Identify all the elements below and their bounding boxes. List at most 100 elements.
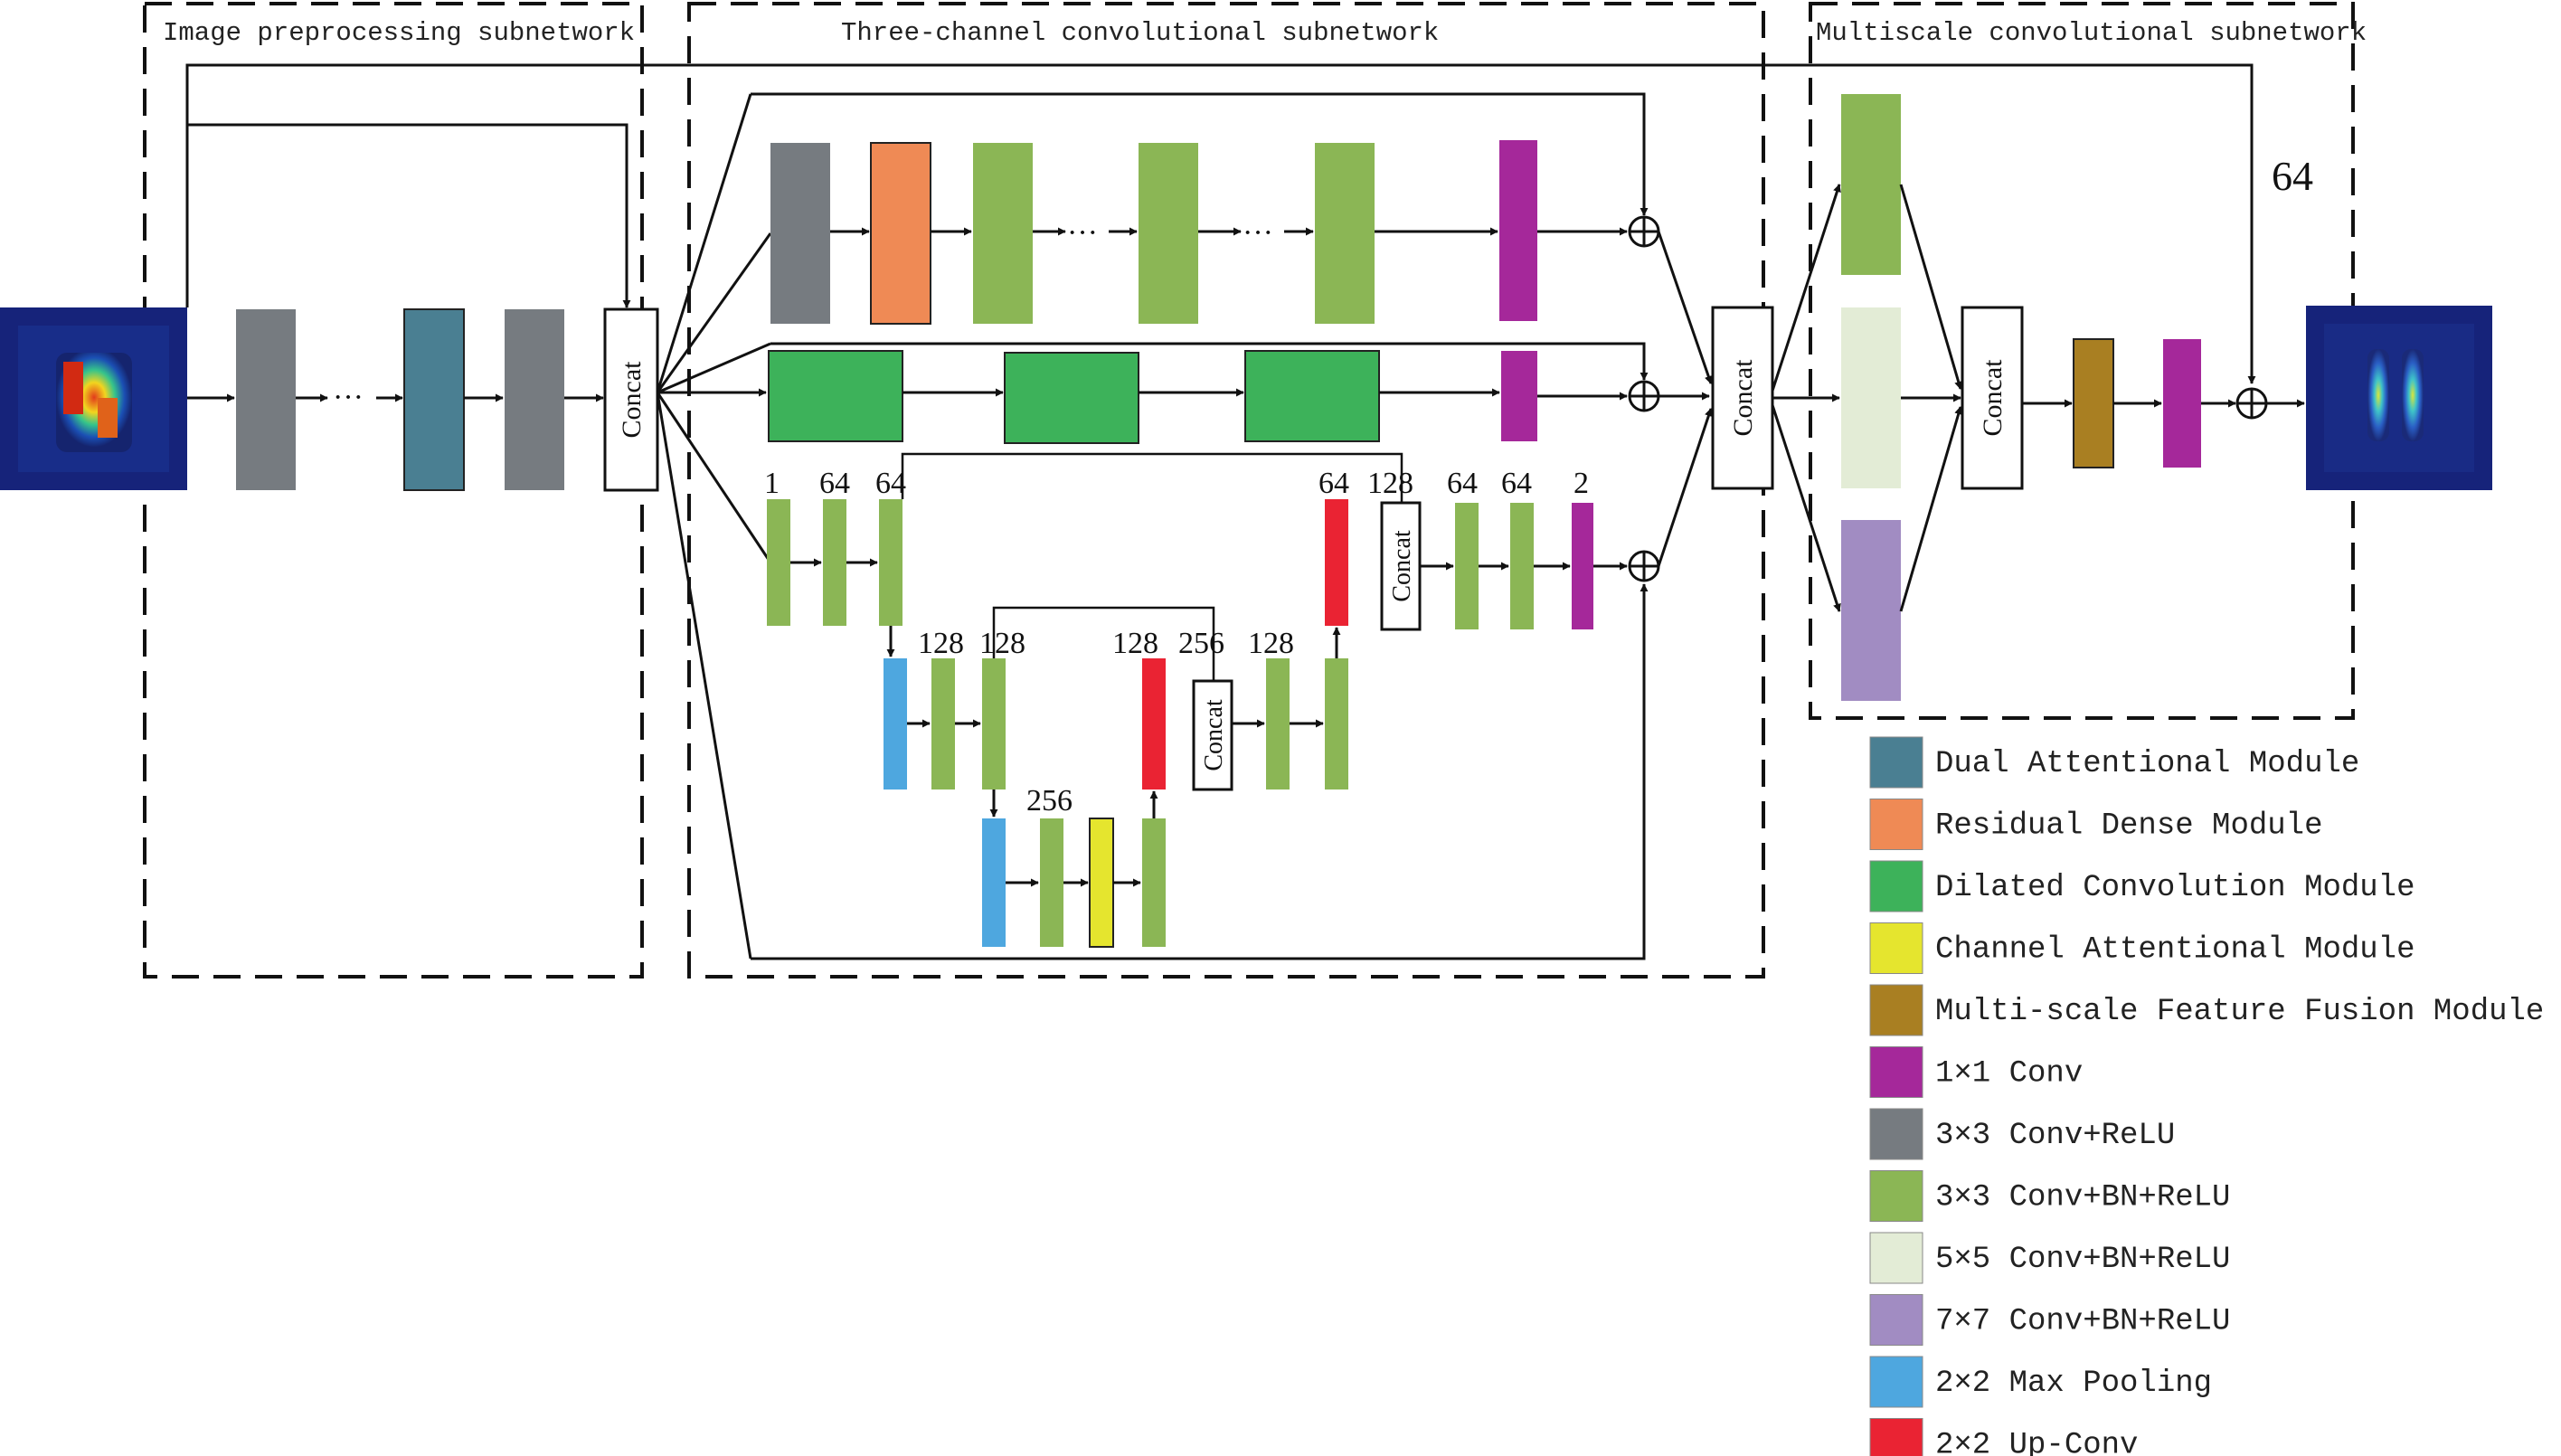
legend-swatch xyxy=(1869,860,1923,912)
unet-label-128a: 128 xyxy=(918,627,964,660)
preprocessing-subnetwork-frame xyxy=(143,2,644,979)
legend-label: Channel Attentional Module xyxy=(1935,933,2415,968)
unet-skip-level1 xyxy=(901,452,1403,503)
unet-bottleneck-conv-1 xyxy=(1040,818,1063,947)
unet-label-128e: 128 xyxy=(1367,467,1413,500)
unet-bottleneck-conv-2 xyxy=(1142,818,1166,947)
add-node-branch3 xyxy=(1628,550,1660,582)
legend-swatch xyxy=(1869,1294,1923,1346)
final-add-node xyxy=(2235,387,2268,420)
legend-label: 1×1 Conv xyxy=(1935,1057,2083,1092)
multiscale-split-arrows xyxy=(1771,184,1841,612)
unet-dec2-conv-2 xyxy=(1325,658,1348,789)
unet-concat-1-label: Concat xyxy=(1388,530,1416,602)
unet-label-128b: 128 xyxy=(979,627,1025,660)
unet-enc2-conv-2 xyxy=(982,658,1006,789)
b2-dilated-conv-1 xyxy=(768,350,903,442)
unet-enc2-conv-1 xyxy=(931,658,955,789)
b1-conv3x3-bn-relu-3 xyxy=(1315,143,1375,324)
unet-label-64d: 64 xyxy=(1447,467,1478,500)
unet-enc1-conv-1 xyxy=(767,499,790,626)
unet-dec1-conv-2 xyxy=(1510,503,1534,629)
unet-conv1x1-out xyxy=(1572,503,1593,629)
legend-label: 2×2 Up-Conv xyxy=(1935,1429,2138,1456)
unet-dec2-conv-1 xyxy=(1266,658,1290,789)
legend-swatch xyxy=(1869,984,1923,1036)
b1-conv1x1 xyxy=(1499,140,1537,321)
skip-channel-label: 64 xyxy=(2272,153,2313,199)
unet-label-256: 256 xyxy=(1026,784,1073,818)
ms-conv1x1 xyxy=(2163,339,2201,468)
ms-conv5x5-bn-relu xyxy=(1841,307,1901,488)
b2-skip-arrow xyxy=(770,342,1649,381)
unet-label-2: 2 xyxy=(1573,467,1589,500)
global-skip-arrow xyxy=(185,63,2256,384)
b1-ellipsis-2: ··· xyxy=(1243,216,1273,250)
unet-skip-level2 xyxy=(992,606,1215,681)
unet-label-64b: 64 xyxy=(875,467,906,500)
unet-label-64e: 64 xyxy=(1501,467,1532,500)
unet-label-256b: 256 xyxy=(1178,627,1224,660)
unet-enc1-conv-2 xyxy=(823,499,846,626)
ms-conv7x7-bn-relu xyxy=(1841,520,1901,701)
b1-residual-dense-module xyxy=(870,142,931,325)
legend-label: 7×7 Conv+BN+ReLU xyxy=(1935,1305,2230,1339)
legend-swatch xyxy=(1869,1046,1923,1098)
ms-feature-fusion-module xyxy=(2073,338,2114,468)
unet-upconv-2 xyxy=(1142,658,1166,789)
legend-swatch xyxy=(1869,922,1923,974)
unet-label-64c: 64 xyxy=(1318,467,1349,500)
unet-label-1: 1 xyxy=(764,467,780,500)
unet-label-64a: 64 xyxy=(819,467,850,500)
unet-upconv-1 xyxy=(1325,499,1348,626)
preproc-ellipsis: ··· xyxy=(333,381,364,414)
unet-maxpool-2 xyxy=(982,818,1006,947)
legend-label: 2×2 Max Pooling xyxy=(1935,1366,2212,1401)
multiscale-subnetwork-title: Multiscale convolutional subnetwork xyxy=(1816,18,2367,48)
unet-concat-2-label: Concat xyxy=(1200,699,1228,771)
input-to-concat-arrow xyxy=(185,123,631,308)
branch-merge-arrows xyxy=(1657,231,1713,567)
b1-skip-arrow xyxy=(751,92,1649,216)
b2-dilated-conv-2 xyxy=(1004,352,1139,444)
concat-3-label: Concat xyxy=(1978,359,2008,437)
legend-label: 3×3 Conv+ReLU xyxy=(1935,1119,2175,1153)
unet-maxpool-1 xyxy=(884,658,907,789)
legend-label: Multi-scale Feature Fusion Module xyxy=(1935,995,2544,1029)
unet-enc1-conv-3 xyxy=(879,499,902,626)
add-node-branch2 xyxy=(1628,380,1660,412)
b1-conv3x3-relu xyxy=(770,143,830,324)
legend-label: Dilated Convolution Module xyxy=(1935,871,2415,905)
preproc-conv3x3-relu-2 xyxy=(505,309,564,490)
legend-swatch xyxy=(1869,736,1923,789)
legend-label: 3×3 Conv+BN+ReLU xyxy=(1935,1181,2230,1215)
concat-2-label: Concat xyxy=(1728,359,1758,437)
b3-skip-arrow xyxy=(751,583,1649,960)
unet-dec1-conv-1 xyxy=(1455,503,1479,629)
legend-swatch xyxy=(1869,1418,1923,1456)
three-channel-subnetwork-title: Three-channel convolutional subnetwork xyxy=(841,18,1439,48)
unet-concat-1 xyxy=(1380,501,1422,631)
legend-swatch xyxy=(1869,799,1923,850)
output-image xyxy=(2306,306,2492,490)
legend-label: Dual Attentional Module xyxy=(1935,747,2359,781)
branch-split-lines xyxy=(656,93,772,960)
multiscale-merge-arrows xyxy=(1899,184,1963,612)
preproc-dual-attention-module xyxy=(403,308,465,491)
unet-label-128c: 128 xyxy=(1112,627,1158,660)
legend-label: 5×5 Conv+BN+ReLU xyxy=(1935,1243,2230,1277)
b2-conv1x1 xyxy=(1501,351,1537,441)
three-channel-subnetwork-frame xyxy=(687,2,1765,979)
legend-swatch xyxy=(1869,1356,1923,1408)
legend-label: Residual Dense Module xyxy=(1935,809,2322,844)
legend-swatch xyxy=(1869,1170,1923,1222)
unet-channel-attention-module xyxy=(1089,818,1114,948)
add-node-branch1 xyxy=(1628,215,1660,248)
preprocessing-subnetwork-title: Image preprocessing subnetwork xyxy=(163,18,635,48)
b2-arrows xyxy=(902,388,1628,401)
concat-1 xyxy=(603,307,659,492)
ms-conv3x3-bn-relu xyxy=(1841,94,1901,275)
legend-swatch xyxy=(1869,1232,1923,1284)
